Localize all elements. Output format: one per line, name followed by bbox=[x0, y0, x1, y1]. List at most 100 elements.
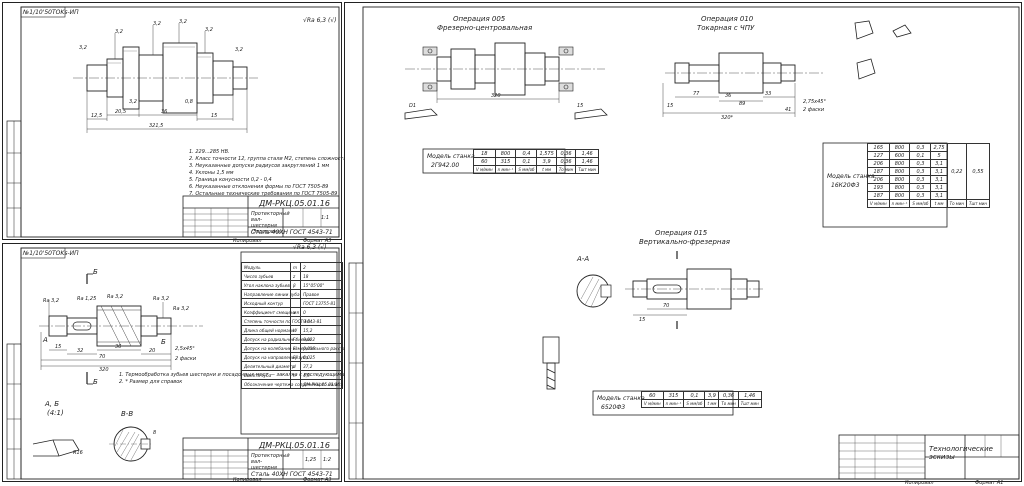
dim-label: 77 bbox=[693, 91, 700, 97]
stamp-format: Формат А3 bbox=[303, 477, 332, 483]
stamp-part-name: Протекторный вал-шестерня (Заготовка) bbox=[251, 211, 290, 235]
detail-view-scale: (4:1) bbox=[47, 409, 64, 417]
dim-label: 20 bbox=[149, 348, 156, 354]
dim-label: 3,2 bbox=[115, 29, 123, 35]
roughness-mark: √Ra 6,3 (√) bbox=[303, 17, 337, 24]
stamp-copied: Копировал bbox=[905, 480, 934, 486]
stamp-material: Сталь 40ХН ГОСТ 4543-71 bbox=[251, 471, 333, 478]
dim-label: 2 фаски bbox=[175, 356, 197, 362]
stamp-designation: ДМ-РКЦ.05.01.16 bbox=[259, 199, 330, 208]
stamp-scale: 1:1 bbox=[321, 215, 330, 221]
dim-label: 15 bbox=[55, 344, 62, 350]
dim-label: 20,5 bbox=[115, 109, 127, 115]
dim-label: 3,2 bbox=[153, 21, 161, 27]
dim-label: 8 bbox=[153, 430, 157, 436]
stamp-format: Формат А1 bbox=[975, 480, 1004, 486]
op005-title: Операция 005 bbox=[453, 15, 506, 23]
dim-label: 33 bbox=[765, 91, 772, 97]
section-label-b-bottom: Б bbox=[93, 378, 98, 386]
dim-label: 3,2 bbox=[235, 47, 243, 53]
dim-label: R16 bbox=[73, 450, 83, 456]
dim-label: 41 bbox=[785, 107, 792, 113]
technical-requirements: 1. 229...285 НВ. 2. Класс точности 12, г… bbox=[189, 149, 355, 197]
t2-model-label: Модель станка bbox=[827, 173, 875, 180]
op010-subtitle: Токарная с ЧПУ bbox=[697, 24, 755, 32]
op015-subtitle: Вертикально-фрезерная bbox=[639, 238, 730, 246]
stamp-sheet-name: Технологические эскизы bbox=[929, 445, 993, 461]
t1-machine: 2Г942.00 bbox=[431, 162, 460, 169]
dim-label: 15 bbox=[639, 317, 646, 323]
dim-label: 32 bbox=[77, 348, 84, 354]
blank-drawing-canvas bbox=[6, 6, 340, 238]
stamp-mass: 1,25 bbox=[305, 457, 317, 463]
section-bb-label: В-В bbox=[121, 410, 134, 418]
op015-title: Операция 015 bbox=[655, 229, 708, 237]
dim-label: 2,75x45° bbox=[803, 99, 826, 105]
dim-label: Ra 3,2 bbox=[173, 306, 190, 312]
dim-label: 2 фаски bbox=[803, 107, 825, 113]
dim-label: 3,2 bbox=[179, 19, 187, 25]
datum-b-label: Б bbox=[161, 338, 166, 346]
dim-label: 15 bbox=[667, 103, 674, 109]
datum-a-label: А bbox=[43, 336, 48, 344]
dim-label: 36 bbox=[115, 344, 122, 350]
dim-label: Ra 3,2 bbox=[43, 298, 60, 304]
sheet-corner-code: №1/10'50TOKs-ИП bbox=[23, 250, 79, 257]
dim-label: 2,5x45° bbox=[175, 346, 195, 352]
dim-label: 36 bbox=[725, 93, 732, 99]
part-drawing-canvas bbox=[6, 247, 340, 480]
drawing-sheet-operations: Операция 005 Фрезерно-центровальная Опер… bbox=[344, 2, 1022, 486]
operations-canvas bbox=[348, 6, 1020, 480]
stamp-material: Сталь 40ХН ГОСТ 4543-71 bbox=[251, 229, 333, 236]
stamp-part-name: Протекторный вал-шестерня bbox=[251, 453, 290, 471]
dim-label: Ra 3,2 bbox=[153, 296, 170, 302]
dim-label: 70 bbox=[663, 303, 670, 309]
roughness-mark: √Ra 6,3 (√) bbox=[293, 244, 327, 251]
dim-label: 36 bbox=[161, 109, 168, 115]
stamp-format: Формат А3 bbox=[303, 238, 332, 244]
param-row: Допуск на колебание измерительного расст… bbox=[241, 343, 356, 353]
dim-label: Ra 1,25 bbox=[77, 296, 97, 302]
dim-label: D1 bbox=[409, 103, 417, 109]
section-label-b-top: Б bbox=[93, 268, 98, 276]
dim-label: 70 bbox=[99, 354, 106, 360]
drawing-sheet-part: №1/10'50TOKs-ИП √Ra 6,3 (√) Б Б А Б Ra 3… bbox=[2, 243, 368, 483]
dim-label: 3,2 bbox=[129, 99, 137, 105]
drawing-sheet-blank: №1/10'50TOKs-ИП √Ra 6,3 (√) 3,2 3,2 3,2 … bbox=[2, 2, 355, 244]
t3-machine: 6520Ф3 bbox=[601, 404, 626, 411]
dim-label: 320 bbox=[99, 367, 109, 373]
dim-label: 3,2 bbox=[205, 27, 213, 33]
t3-model-label: Модель станка bbox=[597, 395, 645, 402]
stamp-copied: Копировал bbox=[233, 238, 262, 244]
stamp-scale: 1:2 bbox=[323, 457, 332, 463]
stamp-designation: ДМ-РКЦ.05.01.16 bbox=[259, 441, 330, 450]
op005-subtitle: Фрезерно-центровальная bbox=[437, 24, 533, 32]
dim-label: 15 bbox=[577, 103, 584, 109]
t1-model-label: Модель станка bbox=[427, 153, 475, 160]
dim-label: 321,5 bbox=[149, 123, 164, 129]
dim-label: 0,8 bbox=[185, 99, 193, 105]
dim-label: 320* bbox=[721, 115, 734, 121]
dim-label: 12,5 bbox=[91, 113, 103, 119]
dim-label: 3,2 bbox=[79, 45, 87, 51]
detail-view-label: А, Б bbox=[45, 400, 60, 408]
